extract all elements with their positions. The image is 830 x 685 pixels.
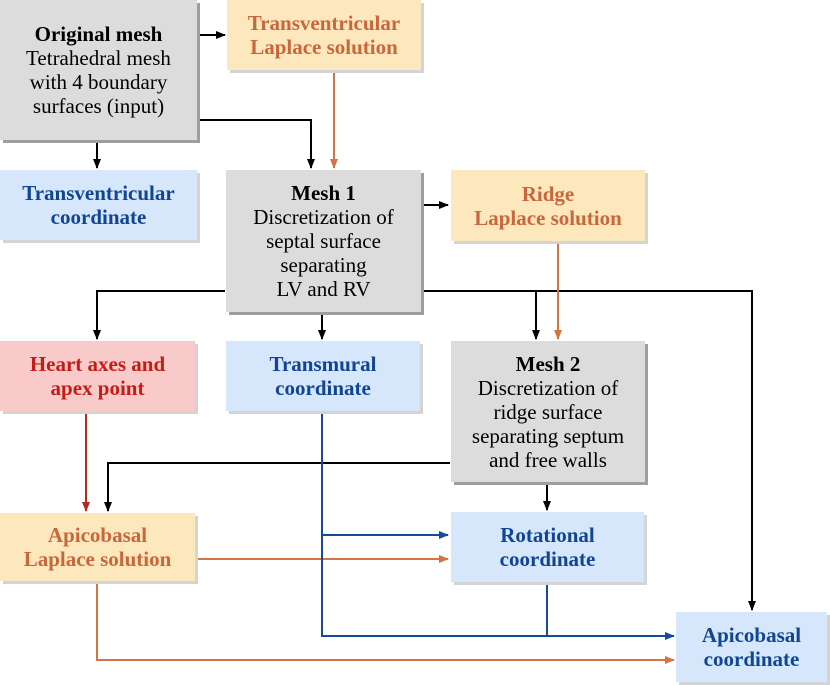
- mesh1-line: separating: [280, 253, 367, 277]
- original-mesh-title: Original mesh: [34, 22, 163, 46]
- node-label: Laplace solution: [250, 35, 398, 59]
- transventricular-laplace-box: Transventricular Laplace solution: [227, 0, 421, 70]
- arrow-transmural-to-rotational: [321, 412, 449, 539]
- arrow-transmural-to-apicobasal-coordinate: [321, 535, 675, 640]
- transmural-coordinate-box: Transmural coordinate: [226, 341, 420, 411]
- arrow-mesh1-to-mesh2: [421, 290, 540, 340]
- node-label: Apicobasal: [701, 623, 802, 647]
- mesh1-title: Mesh 1: [291, 181, 356, 205]
- mesh2-title: Mesh 2: [515, 351, 581, 376]
- node-label: Apicobasal: [47, 523, 148, 547]
- node-label: coordinate: [275, 376, 371, 400]
- original-mesh-line: Tetrahedral mesh: [26, 46, 171, 70]
- node-label: Ridge: [521, 181, 575, 206]
- original-mesh-box: Original mesh Tetrahedral mesh with 4 bo…: [0, 0, 197, 140]
- apicobasal-coordinate-box: Apicobasal coordinate: [676, 612, 827, 682]
- node-label: Laplace solution: [474, 205, 622, 230]
- heart-axes-box: Heart axes and apex point: [0, 341, 195, 411]
- arrow-mesh1-to-apicobasal-coordinate: [421, 290, 756, 611]
- ridge-laplace-box: Ridge Laplace solution: [451, 170, 645, 241]
- transventricular-coordinate-box: Transventricular coordinate: [0, 170, 197, 240]
- node-label: apex point: [50, 376, 145, 400]
- node-label: Transmural: [269, 352, 377, 376]
- mesh1-box: Mesh 1 Discretization of septal surface …: [226, 170, 421, 312]
- node-label: Laplace solution: [23, 547, 172, 571]
- mesh2-line: separating septum: [471, 423, 625, 448]
- node-label: Transventricular: [22, 181, 175, 205]
- mesh2-line: Discretization of: [477, 375, 619, 400]
- node-label: Rotational: [500, 523, 595, 547]
- mesh1-line: LV and RV: [276, 277, 371, 301]
- node-label: coordinate: [50, 205, 147, 229]
- mesh1-line: septal surface: [266, 229, 381, 253]
- node-label: coordinate: [703, 647, 800, 671]
- arrow-original-to-mesh1: [197, 119, 315, 169]
- mesh2-line: ridge surface: [493, 399, 603, 424]
- apicobasal-laplace-box: Apicobasal Laplace solution: [0, 513, 195, 581]
- arrow-apicobasal-laplace-to-apicobasal-coordinate: [96, 583, 675, 664]
- original-mesh-line: surfaces (input): [32, 94, 165, 118]
- node-label: coordinate: [499, 547, 596, 571]
- rotational-coordinate-box: Rotational coordinate: [451, 512, 644, 582]
- arrow-mesh1-to-heart-axes: [93, 290, 225, 340]
- mesh1-line: Discretization of: [253, 205, 394, 229]
- mesh2-box: Mesh 2 Discretization of ridge surface s…: [451, 341, 645, 482]
- node-label: Heart axes and: [29, 352, 166, 376]
- arrow-mesh2-to-apicobasal-laplace: [104, 462, 450, 512]
- original-mesh-line: with 4 boundary: [29, 70, 168, 94]
- node-label: Transventricular: [247, 11, 401, 35]
- mesh2-line: and free walls: [489, 447, 607, 472]
